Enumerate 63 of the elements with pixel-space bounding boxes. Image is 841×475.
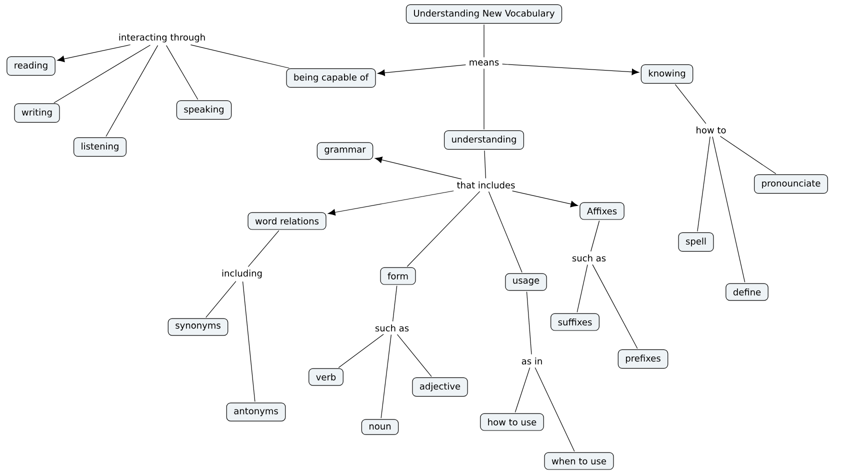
concept-box: form [380,267,416,285]
connector-line [106,45,158,137]
concept-box: grammar [316,142,374,160]
concept-box: synonyms [168,318,228,336]
connector-line [392,285,398,322]
connector-line [396,334,432,377]
connector-line [712,136,746,283]
concept-box: how to use [480,413,544,431]
concept-box: writing [14,103,60,123]
linking-phrase: including [220,268,264,280]
connector-line [380,334,392,418]
concept-box: word relations [248,212,326,230]
concept-box: when to use [544,452,614,470]
concept-box: usage [505,273,547,291]
connector-line [488,191,522,273]
concept-box: Understanding New Vocabulary [406,4,562,24]
linking-phrase: that includes [454,180,518,190]
connector-line [206,281,236,318]
arrow [374,156,462,180]
concept-box: understanding [444,130,524,150]
connector-line [697,136,710,232]
connector-line [592,264,638,349]
concept-box: verb [308,368,344,386]
concept-box: being capable of [286,68,376,88]
connector-line [166,45,198,100]
connector-line [576,264,588,313]
connector-line [674,84,706,124]
connector-line [406,191,480,267]
concept-box: listening [74,137,126,157]
concept-box: knowing [640,64,694,84]
connector-line [590,220,600,252]
concept-box: reading [6,56,56,76]
concept-box: Affixes [580,202,624,220]
concept-box: define [726,283,768,301]
connector-line [526,291,532,355]
connector-line [248,230,280,267]
connector-line [484,150,486,179]
concept-box: antonyms [226,402,286,422]
connector-line [190,44,290,68]
concept-box: noun [361,419,399,435]
linking-phrase: how to [694,124,728,136]
connector-line [534,367,575,452]
arrow [502,64,640,76]
arrow [512,190,578,208]
connector-line [720,136,776,174]
arrow [378,64,466,76]
concept-box: suffixes [550,313,600,331]
arrow [57,44,131,62]
concept-box: spell [678,232,714,252]
connector-line [242,281,256,402]
concept-box: pronounciate [754,174,828,194]
arrow [328,190,454,216]
concept-box: adjective [412,377,468,397]
linking-phrase: as in [519,356,545,366]
linking-phrase: interacting through [116,32,208,44]
linking-phrase: means [466,58,502,68]
connector-line [54,44,151,104]
linking-phrase: such as [570,252,608,264]
concept-box: speaking [176,100,232,120]
connector-line [338,334,384,368]
concept-box: prefixes [618,349,668,369]
linking-phrase: such as [372,322,412,334]
connector-line [514,367,530,413]
